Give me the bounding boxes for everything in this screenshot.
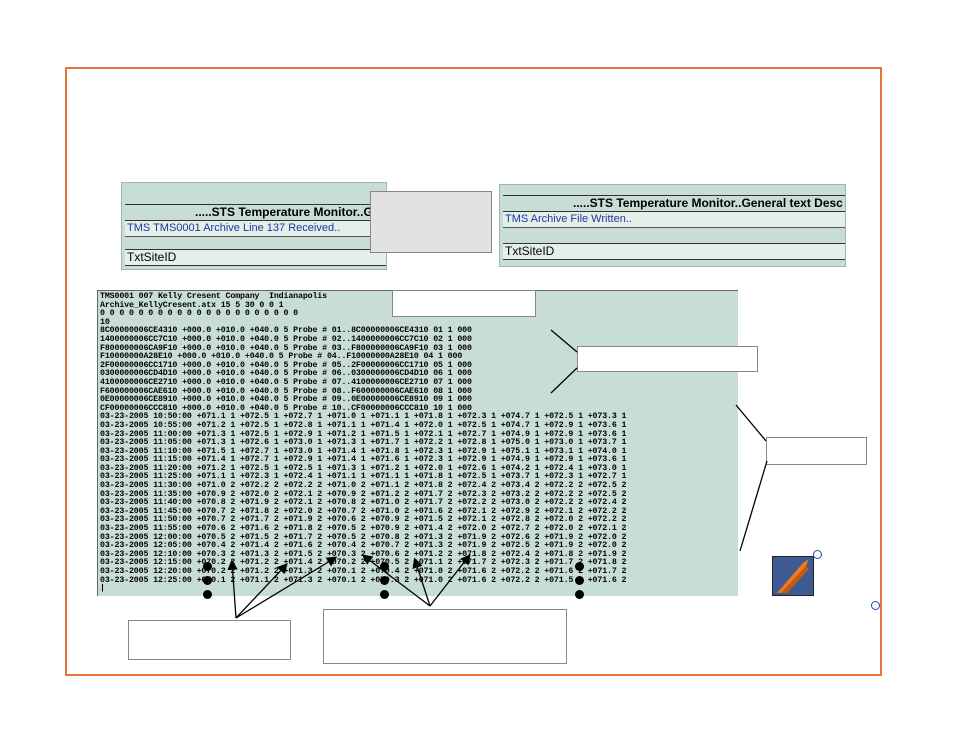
ellipsis-dot — [575, 562, 584, 571]
sts-window-right: .....STS Temperature Monitor..General te… — [499, 184, 846, 267]
ellipsis-dot — [575, 576, 584, 585]
callout-box-time — [128, 620, 291, 660]
callout-box-header — [392, 290, 536, 317]
status-message: TMS Archive File Written.. — [503, 212, 845, 228]
logo-icon — [772, 556, 814, 596]
ellipsis-dot — [203, 562, 212, 571]
archive-file-view[interactable]: TMS0001 007 Kelly Cresent Company Indian… — [97, 290, 738, 596]
window-title: .....STS Temperature Monitor..Ge — [125, 204, 386, 221]
status-message: TMS TMS0001 Archive Line 137 Received.. — [125, 221, 386, 237]
callout-box-probes — [577, 346, 758, 372]
archive-text: TMS0001 007 Kelly Cresent Company Indian… — [100, 292, 627, 594]
sts-window-left: .....STS Temperature Monitor..Ge TMS TMS… — [121, 182, 387, 270]
window-title: .....STS Temperature Monitor..General te… — [503, 195, 845, 212]
callout-box-values — [323, 609, 567, 664]
ellipsis-dot — [380, 576, 389, 585]
site-id-field[interactable]: TxtSiteID — [125, 249, 386, 266]
ellipsis-dot — [203, 590, 212, 599]
selection-handle[interactable] — [871, 601, 880, 610]
site-id-field[interactable]: TxtSiteID — [503, 243, 845, 260]
callout-box-grey — [370, 191, 492, 253]
ellipsis-dot — [203, 576, 212, 585]
ellipsis-dot — [575, 590, 584, 599]
callout-box-readings — [766, 437, 867, 465]
ellipsis-dot — [380, 590, 389, 599]
selection-handle[interactable] — [813, 550, 822, 559]
ellipsis-dot — [380, 562, 389, 571]
slide-frame — [65, 67, 882, 676]
